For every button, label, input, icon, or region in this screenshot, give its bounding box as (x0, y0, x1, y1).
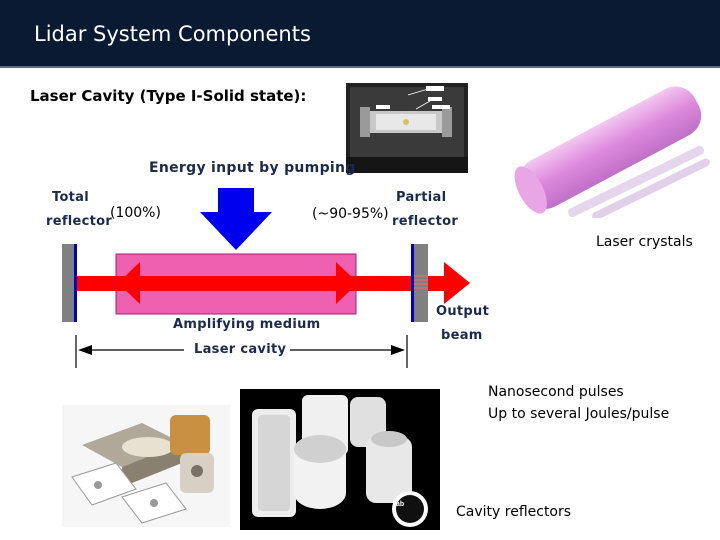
energy-input-label: Energy input by pumping (149, 160, 356, 176)
pump-arrow (200, 188, 272, 250)
cavity-reflectors-caption: Cavity reflectors (456, 504, 572, 520)
amplifying-medium-label: Amplifying medium (173, 317, 321, 332)
output-beam-label-2: beam (441, 328, 483, 343)
total-reflector (62, 244, 74, 322)
laser-cavity-label: Laser cavity (194, 342, 287, 357)
ceramic-reflectors-photo: lab (240, 389, 440, 530)
output-arrow (444, 262, 470, 304)
partial-reflector (411, 244, 414, 322)
pulses-caption-line1: Nanosecond pulses (488, 384, 624, 400)
total-reflector-label-2: reflector (46, 214, 113, 229)
labsphere-logo: lab (394, 501, 405, 508)
total-reflector-label-1: Total (52, 190, 90, 205)
slide-title: Lidar System Components (34, 22, 311, 46)
partial-reflectivity-label: (~90-95%) (312, 206, 389, 222)
laser-crystals-photo (505, 83, 711, 218)
partial-reflector-label-2: reflector (392, 214, 459, 229)
laser-cavity-photo (346, 83, 468, 173)
partial-reflector-label-1: Partial (396, 190, 447, 205)
laser-crystals-caption: Laser crystals (596, 234, 693, 250)
title-bar: Lidar System Components (0, 0, 720, 68)
slide-subtitle: Laser Cavity (Type I-Solid state): (30, 87, 307, 105)
pulses-caption-line2: Up to several Joules/pulse (488, 406, 670, 422)
metal-reflector-parts-photo (62, 405, 230, 527)
output-beam-label-1: Output (436, 304, 490, 319)
total-reflectivity-label: (100%) (110, 205, 161, 221)
